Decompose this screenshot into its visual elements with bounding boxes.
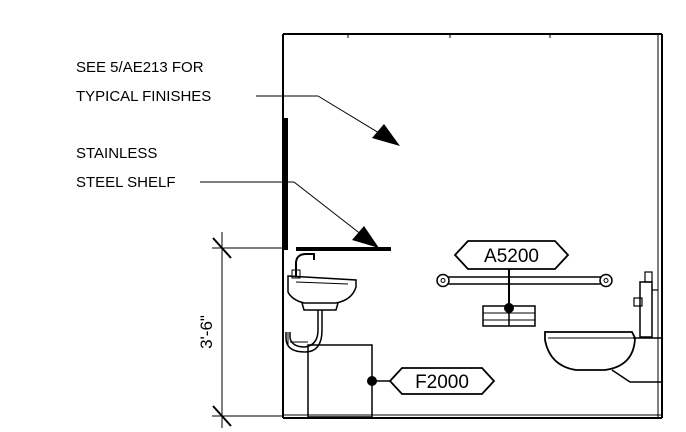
finishes-note-line2: TYPICAL FINISHES [76,88,211,105]
finishes-note-line1: SEE 5/AE213 FOR [76,59,204,76]
finishes-leader [256,95,400,146]
shelf-note-line2: STEEL SHELF [76,174,175,191]
lavatory-sink [285,253,357,353]
grab-bar-tag: A5200 [453,240,570,313]
mounting-height-dimension: 3'-6" [197,232,283,428]
lavatory-tag: F2000 [367,367,496,395]
lavatory-tag-label: F2000 [415,372,469,393]
room-outline [282,33,663,419]
toilet [544,271,662,383]
mounting-height-label: 3'-6" [197,315,216,349]
shelf-leader [200,181,379,248]
lavatory-enclosure [307,344,373,418]
stainless-steel-shelf [296,247,391,251]
grab-bar [436,273,613,288]
grab-bar-tag-label: A5200 [484,246,539,267]
mirror-panel [283,118,288,250]
shelf-note-line1: STAINLESS [76,145,157,162]
